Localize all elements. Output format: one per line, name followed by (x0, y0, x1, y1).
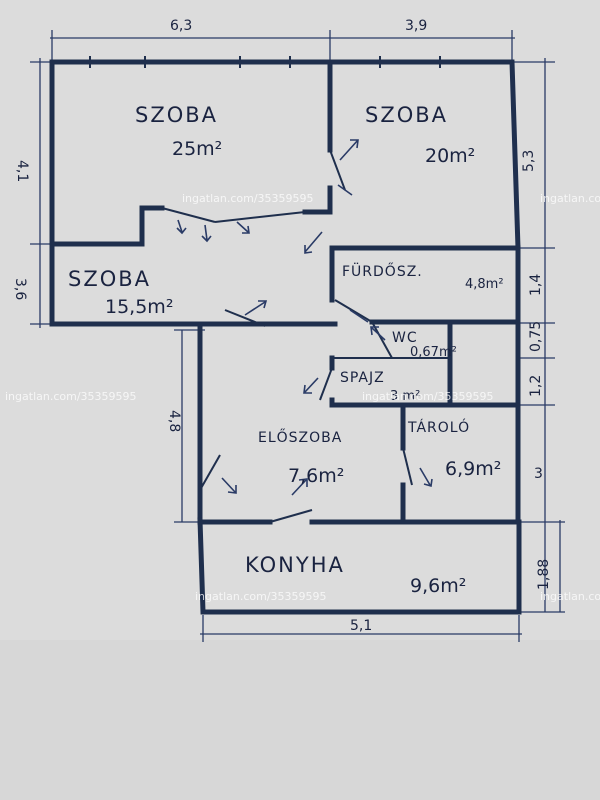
dimension-labels: 6,3 3,9 4,1 3,6 5,3 1,4 0,75 1,2 3 1,88 … (12, 18, 552, 634)
dim-label-right-furdo: 1,4 (528, 274, 544, 296)
room-area-eloszoba: 7,6m² (288, 465, 344, 487)
room-area-furdo: 4,8m² (465, 277, 504, 292)
arrow-icon (419, 467, 433, 488)
room-area-spajz: 3 m² (390, 389, 420, 404)
door-szoba25 (161, 207, 216, 223)
dim-label-top-right: 3,9 (405, 18, 427, 34)
watermark-text: ingatlan.com/35359595 (540, 192, 600, 205)
dimension-lines (30, 30, 565, 642)
room-name-eloszoba: ELŐSZOBA (258, 428, 342, 446)
watermark-text: ingatlan.com/35359595 (5, 390, 137, 403)
room-name-szoba-25: SZOBA (135, 103, 218, 127)
watermark-text: ingatlan.com/35359595 (182, 192, 314, 205)
watermark-text: ingatlan.com/35359595 (362, 390, 494, 403)
watermarks: ingatlan.com/35359595 ingatlan.com/35359… (5, 192, 600, 603)
dim-label-bottom: 5,1 (350, 618, 372, 634)
room-name-szoba-15: SZOBA (68, 267, 151, 291)
door-wc (371, 321, 393, 359)
door-furdo (334, 299, 373, 323)
arrow-icon (303, 377, 319, 394)
konyha-outer-wall (197, 517, 522, 615)
outer-wall-left (49, 241, 203, 523)
arrow-icon (339, 139, 359, 161)
arrow-icon (236, 221, 250, 234)
room-name-tarolo: TÁROLÓ (407, 418, 470, 436)
room-area-szoba-15: 15,5m² (105, 296, 173, 318)
dim-label-left-upper: 4,1 (14, 160, 30, 182)
arrow-icon (370, 326, 386, 341)
room-name-szoba-20: SZOBA (365, 103, 448, 127)
door-szoba15 (224, 309, 266, 327)
dim-label-left-lower: 3,6 (12, 278, 28, 300)
arrow-icon (221, 477, 237, 494)
dim-label-right-konyha: 1,88 (536, 559, 552, 590)
door-szoba25-b (214, 211, 306, 223)
watermark-text: ingatlan.com/35359595 (540, 590, 600, 603)
dim-label-top-left: 6,3 (170, 18, 192, 34)
arrow-icon (304, 231, 323, 254)
room-area-szoba-20: 20m² (425, 145, 475, 167)
room-labels: SZOBA 25m² SZOBA 20m² SZOBA 15,5m² FÜRDŐ… (68, 103, 504, 597)
walls (49, 59, 522, 615)
wall-szoba25-bottom (49, 205, 165, 247)
room-name-wc: WC (392, 330, 418, 346)
arrow-icon (291, 478, 308, 496)
room-area-tarolo: 6,9m² (445, 458, 501, 480)
dim-label-right-tarolo: 3 (534, 466, 543, 482)
door-szoba20 (329, 149, 346, 191)
room-area-konyha: 9,6m² (410, 575, 466, 597)
watermark-text: ingatlan.com/35359595 (195, 590, 327, 603)
arrow-icon (201, 224, 212, 243)
door-konyha (269, 509, 313, 523)
room-area-szoba-25: 25m² (172, 138, 222, 160)
arrow-icon (244, 300, 268, 316)
door-arrows (176, 139, 433, 496)
doors (161, 149, 413, 523)
window-marks (89, 56, 441, 68)
dim-label-right-spajz: 1,2 (528, 375, 544, 397)
arrow-icon (349, 309, 369, 323)
dim-label-right-upper: 5,3 (521, 150, 537, 172)
door-spajz (319, 367, 333, 401)
room-area-wc: 0,67m² (410, 345, 457, 360)
arrow-icon (337, 184, 353, 196)
room-name-furdo: FÜRDŐSZ. (342, 262, 423, 280)
dim-label-right-wc: 0,75 (528, 321, 544, 352)
room-name-konyha: KONYHA (245, 553, 345, 577)
door-tarolo (402, 447, 413, 486)
outer-wall-top (49, 59, 521, 325)
arrow-icon (176, 219, 187, 235)
dim-label-hall: 4,8 (166, 410, 182, 432)
room-name-spajz: SPAJZ (340, 370, 385, 386)
door-entry (199, 454, 221, 491)
